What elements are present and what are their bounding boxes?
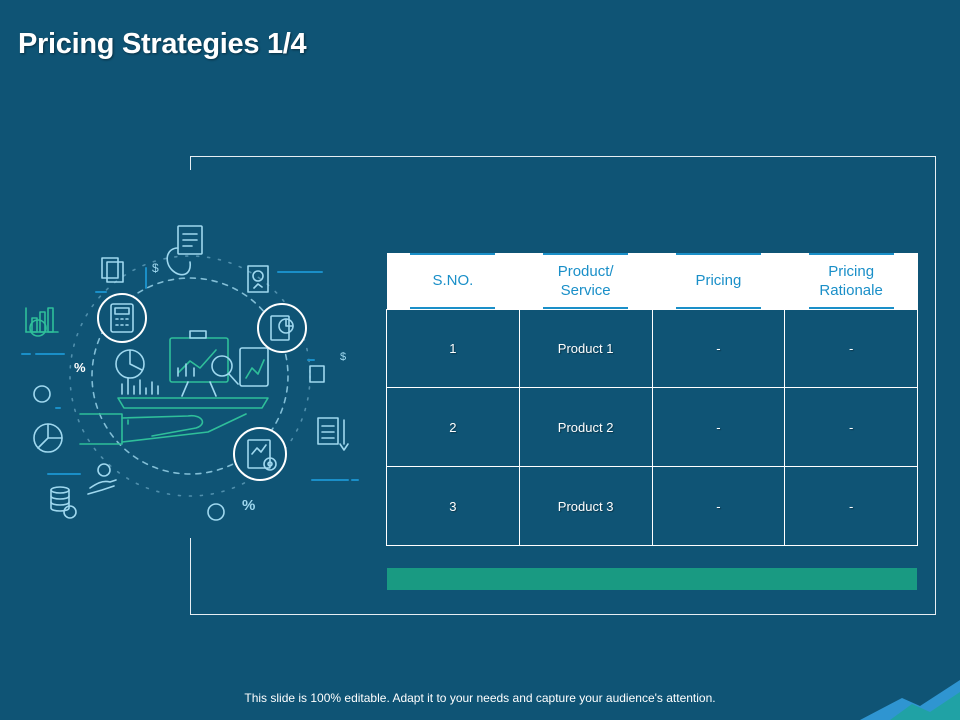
hand-tray-icon: [79, 397, 269, 445]
slide-footer: This slide is 100% editable. Adapt it to…: [244, 691, 716, 705]
connector-line: [166, 247, 191, 276]
document-chart-icon: [239, 347, 269, 387]
slide-title: Pricing Strategies 1/4: [18, 28, 307, 60]
cell-product: Product 1: [518, 308, 653, 389]
bars-icon: [121, 377, 159, 395]
files-icon: [101, 257, 124, 283]
report-icon: [247, 265, 269, 293]
magnifier-icon: [211, 355, 239, 385]
document-icon: [177, 225, 203, 255]
clipboard-icon: [309, 365, 325, 383]
pricing-table-container: S.NO. Product/ Service Pricing Pricing: [386, 253, 918, 546]
coin-icon-bottom: [207, 503, 225, 521]
coins-stack-icon: [50, 486, 77, 519]
cell-pricing: -: [651, 387, 786, 468]
accent-bar: [387, 568, 917, 590]
accent-dashes: [21, 267, 359, 481]
header-product-service: Product/ Service: [519, 253, 652, 309]
header-pricing: Pricing: [652, 253, 785, 309]
calculator-pencil-icon: [317, 417, 349, 451]
dollar-symbol: $: [340, 351, 346, 363]
finance-illustration: $ $ % %: [21, 225, 359, 521]
cell-sno: 1: [386, 308, 520, 389]
frame-gap: [185, 170, 197, 538]
cell-sno: 3: [386, 466, 520, 546]
table-row: 1 Product 1 - -: [386, 308, 918, 389]
cell-sno: 2: [386, 387, 520, 468]
pie-chart-icon: [33, 423, 63, 453]
cell-pricing: -: [651, 308, 786, 389]
corner-mountain-decoration: [860, 680, 960, 720]
cell-rationale: -: [784, 387, 918, 468]
percent-symbol: %: [242, 497, 255, 514]
header-sno: S.NO.: [386, 253, 520, 309]
report-badge-icon: [257, 303, 307, 353]
calculator-badge-icon: [97, 293, 147, 343]
growth-chart-icon: [25, 307, 59, 337]
table-header-row: S.NO. Product/ Service Pricing Pricing: [386, 253, 918, 309]
cell-product: Product 2: [518, 387, 653, 468]
percent-symbol: %: [74, 360, 86, 375]
chart-board-icon: [169, 330, 229, 397]
pricing-table: S.NO. Product/ Service Pricing Pricing: [386, 253, 918, 546]
cell-pricing: -: [651, 466, 786, 546]
coin-icon: [33, 385, 51, 403]
cell-rationale: -: [784, 308, 918, 389]
pie-icon: [115, 349, 145, 379]
cell-product: Product 3: [518, 466, 653, 546]
table-row: 2 Product 2 - -: [386, 387, 918, 468]
target-report-badge-icon: [233, 427, 287, 481]
cell-rationale: -: [784, 466, 918, 546]
table-row: 3 Product 3 - -: [386, 466, 918, 546]
money-hand-icon: [87, 463, 117, 495]
header-pricing-rationale: Pricing Rationale: [784, 253, 918, 309]
dollar-symbol: $: [152, 261, 159, 275]
